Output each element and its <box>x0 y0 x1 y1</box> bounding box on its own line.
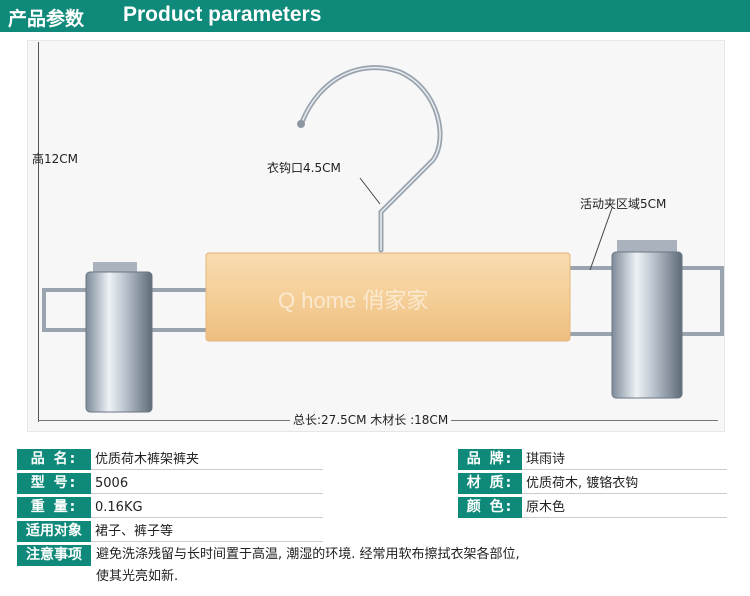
notes-line-2: 使其光亮如新. <box>96 569 179 584</box>
hook-opening-label: 衣钩口4.5CM <box>267 161 341 175</box>
color-label: 颜 色: <box>458 497 522 518</box>
name-label: 品 名: <box>17 449 91 470</box>
model-label: 型 号: <box>17 473 91 494</box>
name-value: 优质荷木裤架裤夹 <box>91 449 323 470</box>
hook-tip <box>297 120 305 128</box>
wood-bar <box>205 252 571 342</box>
watermark-logo: Q home 俏家家 <box>278 288 429 313</box>
material-value: 优质荷木, 镀铬衣钩 <box>522 473 727 494</box>
model-value: 5006 <box>91 473 323 494</box>
clip-area-label: 活动夹区域5CM <box>580 197 667 211</box>
use-label: 适用对象 <box>17 521 91 542</box>
use-value: 裙子、裤子等 <box>91 521 323 542</box>
height-dimension-line <box>38 42 39 422</box>
header-bar: 产品参数 Product parameters <box>0 0 750 32</box>
notes-line-1: 避免洗涤残留与长时间置于高温, 潮湿的环境. 经常用软布擦拭衣架各部位, <box>96 547 520 562</box>
left-clip <box>85 271 153 413</box>
right-clip <box>611 251 683 399</box>
color-value: 原木色 <box>522 497 727 518</box>
header-title-en: Product parameters <box>123 3 322 26</box>
weight-label: 重 量: <box>17 497 91 518</box>
length-label: 总长:27.5CM 木材长 :18CM <box>290 411 452 428</box>
weight-value: 0.16KG <box>91 497 323 518</box>
height-label: 高12CM <box>32 152 79 166</box>
header-title-cn: 产品参数 <box>8 8 85 30</box>
material-label: 材 质: <box>458 473 522 494</box>
notes-label: 注意事项 <box>17 545 91 566</box>
hanger-illustration <box>42 65 724 413</box>
brand-value: 琪雨诗 <box>522 449 727 470</box>
brand-label: 品 牌: <box>458 449 522 470</box>
